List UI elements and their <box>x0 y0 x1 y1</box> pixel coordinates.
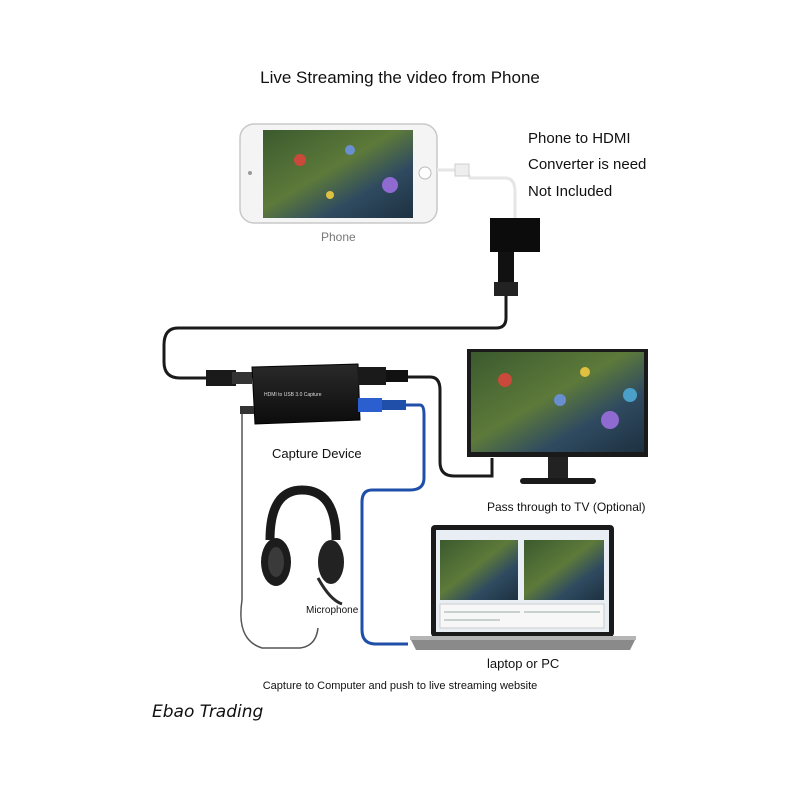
laptop-label: laptop or PC <box>487 656 560 671</box>
pass-through-label: Pass through to TV (Optional) <box>487 500 646 514</box>
brand-label: Ebao Trading <box>152 702 264 722</box>
push-stream-label: Capture to Computer and push to live str… <box>262 680 538 692</box>
headset-icon <box>261 485 344 606</box>
capture-device-text: HDMI to USB 3.0 Capture <box>264 392 322 398</box>
hdmi-converter-icon <box>490 218 540 296</box>
capture-device-icon <box>206 363 408 425</box>
converter-note-line-2: Converter is need <box>528 156 647 173</box>
phone-icon <box>239 123 438 224</box>
diagram-title: Live Streaming the video from Phone <box>260 68 540 87</box>
laptop-icon <box>410 525 636 650</box>
converter-note-line-3: Not Included <box>528 183 613 200</box>
converter-note-line-1: Phone to HDMI <box>528 130 631 147</box>
phone-label: Phone <box>321 230 356 244</box>
microphone-label: Microphone <box>306 605 359 616</box>
monitor-icon <box>467 349 648 484</box>
capture-device-label: Capture Device <box>272 446 362 461</box>
